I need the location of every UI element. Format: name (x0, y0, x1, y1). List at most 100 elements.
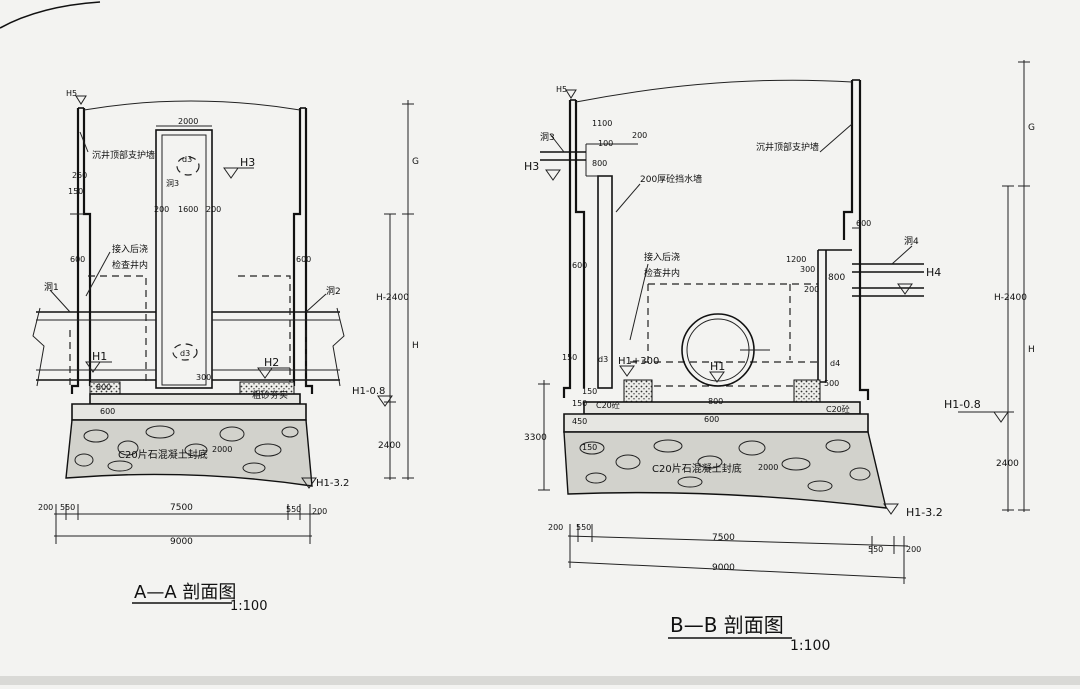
b-label-h1-300: H1+300 (618, 356, 659, 367)
b-dashed-outlines (630, 283, 818, 387)
b-label-retain: 200厚砼挡水墙 (640, 173, 702, 185)
b-label-wall: 沉井顶部支护墙 (756, 141, 819, 153)
a-level-markers (75, 95, 393, 489)
a-dim-b550l: 550 (60, 503, 75, 512)
a-label-hole2: 洞2 (326, 286, 341, 297)
a-dim-800: 800 (96, 383, 111, 392)
b-dim-b200l: 200 (548, 523, 563, 532)
a-label-sand: 粗砂夯实 (252, 389, 288, 401)
a-label-connect-2: 检查井内 (112, 259, 148, 271)
a-section: H5 沉井顶部支护墙 d3 洞3 H3 2000 200 1600 200 25… (32, 89, 419, 614)
b-dim-100: 100 (598, 139, 613, 148)
b-label-h3: H3 (524, 160, 539, 173)
b-label-connect-2: 检查井内 (644, 267, 680, 279)
b-dim-300: 300 (800, 265, 815, 274)
a-pipes (32, 307, 345, 387)
b-label-h5: H5 (556, 85, 567, 94)
b-dim-800t: 800 (592, 159, 607, 168)
a-dim-g: G (412, 157, 419, 167)
b-title: B—B 剖面图 (670, 613, 784, 637)
a-dim-2400: 2400 (378, 441, 401, 451)
a-dim-300: 300 (196, 373, 211, 382)
a-label-h1-32: H1-3.2 (316, 478, 349, 489)
b-leaders (549, 123, 913, 341)
b-section: H5 1100 200 100 洞3 H3 800 沉井顶部支护墙 200厚砼挡… (524, 60, 1035, 654)
a-label-c20: C20片石混凝土封底 (118, 448, 208, 461)
b-label-c20-l: C20砼 (596, 400, 620, 410)
b-dim-150d: 150 (582, 443, 597, 452)
a-label-connect-1: 接入后浇 (112, 243, 148, 255)
b-dim-600l: 600 (572, 261, 587, 270)
b-dim-200: 200 (632, 131, 647, 140)
b-dim-150b: 150 (582, 387, 597, 396)
b-label-h1: H1 (710, 360, 725, 373)
b-big-pipe (681, 313, 770, 387)
b-label-d3: d3 (598, 355, 608, 364)
b-bottom-dims (567, 524, 909, 584)
a-vertical-dims (384, 100, 414, 480)
b-label-h1-08: H1-0.8 (944, 398, 981, 411)
a-rubble-stones (74, 425, 299, 474)
b-label-c20: C20片石混凝土封底 (652, 462, 742, 475)
b-dim-600t: 600 (856, 219, 871, 228)
b-label-hole4: 洞4 (904, 236, 919, 247)
b-dim-1200: 1200 (786, 255, 806, 264)
a-center-shaft (155, 125, 213, 389)
a-scale: 1:100 (230, 599, 267, 614)
a-dim-h: H (412, 341, 419, 351)
paper-edge (0, 1, 101, 29)
b-rubble-fill (563, 431, 887, 509)
b-dim-500: 500 (824, 379, 839, 388)
b-pipes (540, 151, 924, 297)
a-label-h2: H2 (264, 356, 279, 369)
b-label-d4: d4 (830, 359, 840, 368)
b-dim-800b: 800 (708, 397, 723, 406)
b-dim-2400: 2400 (996, 459, 1019, 469)
a-label-d3-top: d3 (182, 155, 192, 164)
b-label-connect-1: 接入后浇 (644, 251, 680, 263)
b-label-h4: H4 (926, 266, 941, 279)
b-concrete-left (623, 379, 653, 403)
b-level-markers (545, 89, 1010, 515)
b-dim-200m: 200 (804, 285, 819, 294)
b-left-dims (538, 380, 550, 491)
b-label-hole3: 洞3 (540, 132, 555, 143)
a-dim-200a: 200 (154, 205, 169, 214)
a-dim-600r: 600 (296, 255, 311, 264)
b-dim-150a: 150 (562, 353, 577, 362)
a-bottom-dims (54, 504, 320, 544)
a-label-hole1: 洞1 (44, 282, 59, 293)
a-dim-2000: 2000 (178, 117, 198, 126)
a-label-h1-08: H1-0.8 (352, 386, 385, 397)
b-retaining-wall (585, 143, 638, 389)
a-dim-b7500: 7500 (170, 503, 193, 513)
b-dim-h-2400: H-2400 (994, 293, 1027, 303)
b-dim-g: G (1028, 123, 1035, 133)
b-dim-1100: 1100 (592, 119, 612, 128)
a-label-wall: 沉井顶部支护墙 (92, 149, 155, 161)
a-dim-h-2400: H-2400 (376, 293, 409, 303)
b-dim-150c: 150 (572, 399, 587, 408)
a-dim-600l: 600 (70, 255, 85, 264)
a-dim-b9000: 9000 (170, 537, 193, 547)
b-dim-b550r: 550 (868, 545, 883, 554)
a-dim-150: 150 (68, 187, 83, 196)
a-label-h3: H3 (240, 156, 255, 169)
bottom-strip (0, 676, 1080, 685)
b-dim-3300: 3300 (524, 433, 547, 443)
b-label-h1-32: H1-3.2 (906, 506, 943, 519)
a-dim-b550r: 550 (286, 505, 301, 514)
a-dashed-outlines (69, 275, 307, 386)
a-label-h5: H5 (66, 89, 77, 98)
a-dim-b200l: 200 (38, 503, 53, 512)
a-dim-2000v: 2000 (212, 445, 232, 454)
a-dim-b200r: 200 (312, 507, 327, 516)
b-dim-h: H (1028, 345, 1035, 355)
b-dim-b550l: 550 (576, 523, 591, 532)
b-label-c20-r: C20砼 (826, 404, 850, 414)
a-title: A—A 剖面图 (134, 582, 236, 603)
a-dim-600b: 600 (100, 407, 115, 416)
b-dim-450: 450 (572, 417, 587, 426)
